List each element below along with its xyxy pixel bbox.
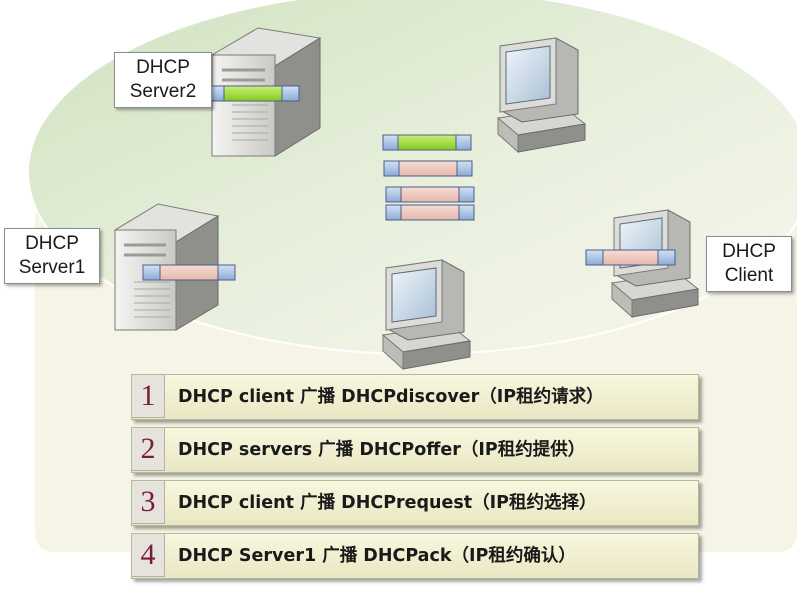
step-4-text: DHCP Server1 广播 DHCPack（IP租约确认） bbox=[178, 546, 576, 566]
server2-label: DHCP Server2 bbox=[114, 52, 212, 108]
step-1-text: DHCP client 广播 DHCPdiscover（IP租约请求） bbox=[178, 387, 604, 407]
step-2-number: 2 bbox=[132, 428, 165, 471]
server2-label-line2: Server2 bbox=[129, 81, 197, 102]
step-4: 4 DHCP Server1 广播 DHCPack（IP租约确认） bbox=[131, 533, 699, 579]
server1-label: DHCP Server1 bbox=[4, 228, 100, 284]
step-3-text: DHCP client 广播 DHCPrequest（IP租约选择） bbox=[178, 493, 597, 513]
server1-label-line1: DHCP bbox=[25, 233, 79, 254]
client-label-line1: DHCP bbox=[722, 241, 776, 262]
step-4-number: 4 bbox=[132, 534, 165, 577]
step-3: 3 DHCP client 广播 DHCPrequest（IP租约选择） bbox=[131, 480, 699, 526]
client-packet-icon bbox=[585, 249, 676, 266]
server2-label-line1: DHCP bbox=[136, 57, 190, 78]
step-1: 1 DHCP client 广播 DHCPdiscover（IP租约请求） bbox=[131, 374, 699, 420]
top-computer-icon bbox=[496, 37, 587, 154]
center-computer-icon bbox=[381, 259, 472, 371]
server1-packet-icon bbox=[142, 264, 236, 281]
step-2: 2 DHCP servers 广播 DHCPoffer（IP租约提供） bbox=[131, 427, 699, 473]
server2-packet-icon bbox=[206, 85, 300, 102]
client-label: DHCP Client bbox=[706, 236, 792, 292]
step-1-number: 1 bbox=[132, 375, 165, 418]
client-label-line2: Client bbox=[724, 265, 774, 286]
step-3-number: 3 bbox=[132, 481, 165, 524]
center-packet-stack-icon bbox=[382, 134, 475, 221]
step-2-text: DHCP servers 广播 DHCPoffer（IP租约提供） bbox=[178, 440, 586, 460]
server1-label-line2: Server1 bbox=[18, 257, 86, 278]
